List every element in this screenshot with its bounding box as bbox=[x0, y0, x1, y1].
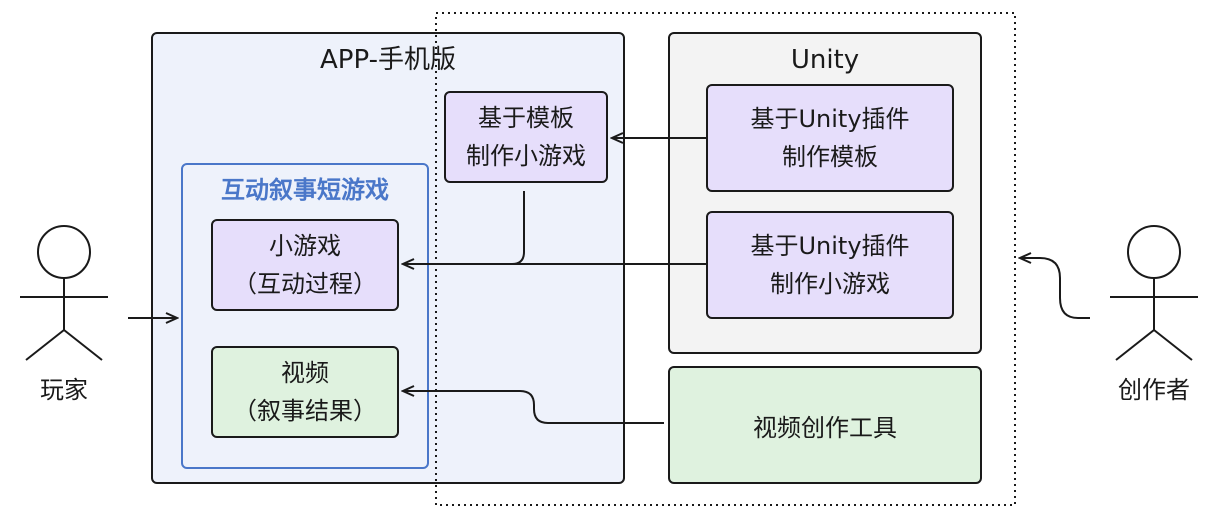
arrow-creator-to-region bbox=[1020, 258, 1090, 319]
unity-title: Unity bbox=[790, 45, 860, 75]
player-figure-icon bbox=[20, 225, 108, 361]
video-tool-box: 视频创作工具 bbox=[668, 366, 982, 484]
player-label: 玩家 bbox=[40, 376, 88, 404]
interactive-game-title: 互动叙事短游戏 bbox=[221, 176, 389, 204]
creator-label: 创作者 bbox=[1118, 376, 1190, 404]
app-title: APP-手机版 bbox=[320, 45, 456, 75]
arrow-video-tool-to-video bbox=[403, 391, 664, 424]
mini-game-box: 小游戏 （互动过程） bbox=[211, 219, 399, 311]
unity-plugin-template-box: 基于Unity插件 制作模板 bbox=[706, 84, 954, 192]
template-game-box: 基于模板 制作小游戏 bbox=[444, 91, 608, 183]
creator-figure-icon bbox=[1110, 225, 1198, 361]
interactive-game-group bbox=[181, 163, 429, 469]
video-box: 视频 （叙事结果） bbox=[211, 346, 399, 438]
connector-template-game-to-mini-game bbox=[511, 191, 525, 265]
unity-plugin-game-box: 基于Unity插件 制作小游戏 bbox=[706, 211, 954, 319]
creator-region-dotted bbox=[435, 12, 1016, 506]
